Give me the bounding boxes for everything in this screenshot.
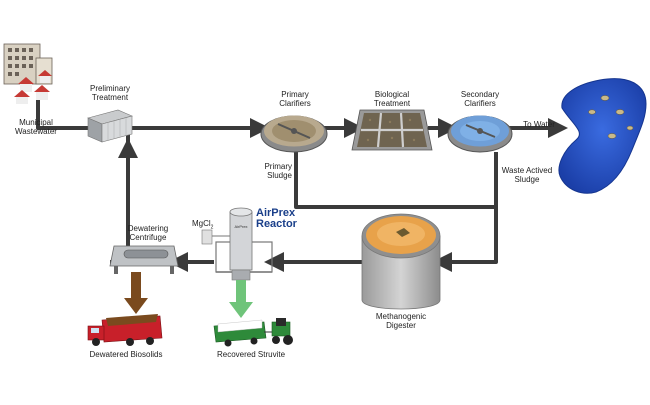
airprex-reactor-icon: AirPrex: [201, 207, 273, 281]
secondary-clarifier-icon: [447, 115, 513, 153]
label-methanogenic-digester: Methanogenic Digester: [375, 312, 427, 330]
label-primary-sludge: Primary Sludge: [264, 162, 292, 180]
methanogenic-digester-icon: [361, 213, 441, 310]
label-mgcl2-subscript: 2: [210, 224, 214, 231]
label-primary-clarifiers: Primary Clarifiers: [279, 90, 311, 108]
pipe-was: [432, 152, 498, 272]
label-mgcl2-base: MgCl: [192, 219, 211, 228]
tractor-trailer-icon: [213, 318, 293, 347]
label-preliminary-treatment: Preliminary Treatment: [89, 84, 130, 102]
dump-truck-icon: [87, 314, 163, 346]
primary-clarifier-icon: [260, 115, 328, 153]
pipe-network: [36, 100, 568, 272]
label-recovered-struvite: Recovered Struvite: [216, 350, 286, 359]
biological-treatment-basin-icon: [351, 109, 433, 151]
label-airprex-reactor: AirPrex Reactor: [256, 207, 297, 230]
reactor-tank-text: AirPrex: [234, 224, 247, 229]
label-biological-treatment: Biological Treatment: [373, 90, 411, 108]
receiving-water-icon: [558, 78, 647, 194]
municipal-buildings-icon: [3, 43, 53, 104]
label-mgcl2: MgCl2: [192, 219, 222, 233]
label-waste-activated-sludge: Waste Actived Sludge: [501, 166, 553, 184]
pipe-primary-sludge: [294, 150, 496, 209]
preliminary-treatment-building-icon: [87, 109, 133, 143]
label-dewatering-centrifuge: Dewatering Centrifuge: [127, 224, 169, 242]
label-dewatered-biosolids: Dewatered Biosolids: [89, 350, 163, 359]
pipe-influent: [36, 100, 92, 130]
struvite-output-arrow: [229, 280, 253, 318]
biosolids-output-arrow: [124, 272, 148, 314]
label-to-water: To Water: [523, 120, 555, 129]
label-secondary-clarifiers: Secondary Clarifiers: [460, 90, 500, 108]
dewatering-centrifuge-icon: [109, 245, 179, 274]
label-municipal-wastewater: Municipal Wastewater: [15, 118, 57, 136]
pipe-centrate-return: [110, 138, 138, 264]
